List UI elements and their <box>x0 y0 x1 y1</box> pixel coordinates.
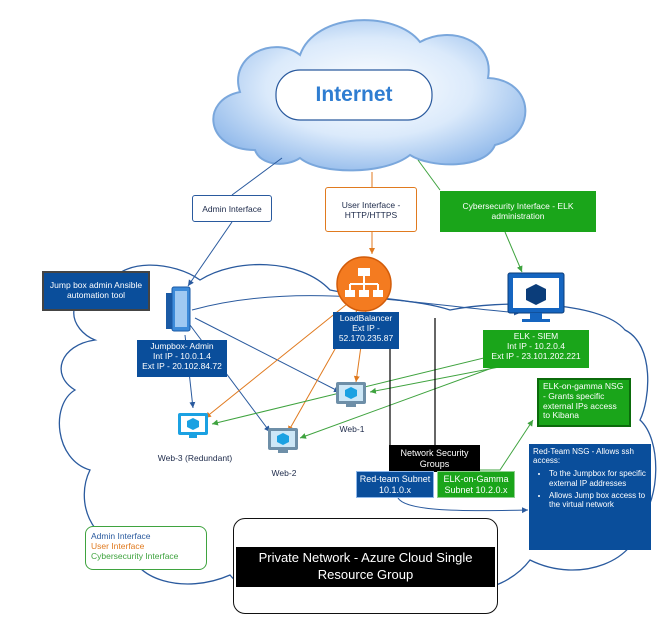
web3-vm-icon <box>178 413 208 438</box>
jumpbox-note: Jump box admin Ansible automation tool <box>42 271 150 311</box>
connection-lines <box>184 157 534 514</box>
cyber-interface-box: Cybersecurity Interface - ELK administra… <box>440 191 596 232</box>
jumpbox-note-label: Jump box admin Ansible automation tool <box>49 280 143 300</box>
legend: Admin Interface User Interface Cybersecu… <box>85 526 207 570</box>
loadbalancer-ext-ip-label: Ext IP - <box>352 322 380 333</box>
redteam-nsg-item: Allows Jump box access to the virtual ne… <box>549 491 647 509</box>
jumpbox-server-icon <box>166 286 191 332</box>
elk-monitor-icon <box>507 272 565 322</box>
elk-int-ip: Int IP - 10.2.0.4 <box>507 340 565 351</box>
admin-interface-box: Admin Interface <box>192 195 272 222</box>
elk-ext-ip: Ext IP - 23.101.202.221 <box>491 350 581 361</box>
elk-subnet-box: ELK-on-Gamma Subnet 10.2.0.x <box>437 471 515 498</box>
redteam-nsg-item: To the Jumpbox for specific external IP … <box>549 469 647 487</box>
private-network-title: Private Network - Azure Cloud Single Res… <box>236 547 495 587</box>
cyber-interface-label: Cybersecurity Interface - ELK administra… <box>462 200 574 221</box>
elk-name: ELK - SIEM <box>513 331 559 341</box>
user-interface-box: User Interface - HTTP/HTTPS <box>325 187 417 232</box>
redteam-subnet-label: Red-team Subnet 10.1.0.x <box>359 474 431 495</box>
redteam-subnet-box: Red-team Subnet 10.1.0.x <box>356 471 434 498</box>
loadbalancer-info: LoadBalancer Ext IP - 52.170.235.87 <box>333 312 399 349</box>
elk-subnet-label: ELK-on-Gamma Subnet 10.2.0.x <box>443 474 509 495</box>
jumpbox-name: Jumpbox- Admin <box>150 341 214 351</box>
web2-label: Web-2 <box>271 468 297 478</box>
web2-vm-icon <box>268 428 298 453</box>
jumpbox-ext-ip: Ext IP - 20.102.84.72 <box>142 360 222 371</box>
web3-label: Web-3 (Redundant) <box>157 453 233 463</box>
load-balancer-icon <box>336 256 392 312</box>
admin-interface-label: Admin Interface <box>202 203 262 214</box>
redteam-nsg-title: Red-Team NSG - Allows ssh access: <box>533 447 634 466</box>
nsg-groups-label: Network Security Groups <box>400 448 469 469</box>
web1-vm-icon <box>336 382 366 407</box>
private-network-frame: Private Network - Azure Cloud Single Res… <box>233 518 498 614</box>
redteam-nsg-box: Red-Team NSG - Allows ssh access: To the… <box>529 444 651 550</box>
elk-nsg-box: ELK-on-gamma NSG - Grants specific exter… <box>537 378 631 427</box>
internet-cloud <box>212 19 527 172</box>
legend-cyber: Cybersecurity Interface <box>91 551 179 562</box>
elk-info: ELK - SIEM Int IP - 10.2.0.4 Ext IP - 23… <box>483 330 589 368</box>
loadbalancer-name: LoadBalancer <box>339 313 393 323</box>
legend-user: User Interface <box>91 541 145 552</box>
internet-label: Internet <box>315 83 393 106</box>
jumpbox-int-ip: Int IP - 10.0.1.4 <box>153 350 211 361</box>
redteam-nsg-list: To the Jumpbox for specific external IP … <box>533 469 647 509</box>
elk-nsg-label: ELK-on-gamma NSG - Grants specific exter… <box>543 381 624 421</box>
jumpbox-info: Jumpbox- Admin Int IP - 10.0.1.4 Ext IP … <box>137 340 227 377</box>
nsg-groups-box: Network Security Groups <box>389 445 480 472</box>
loadbalancer-ext-ip: 52.170.235.87 <box>338 332 394 343</box>
legend-admin: Admin Interface <box>91 531 151 541</box>
user-interface-label: User Interface - HTTP/HTTPS <box>341 199 401 220</box>
web1-label: Web-1 <box>339 424 365 434</box>
